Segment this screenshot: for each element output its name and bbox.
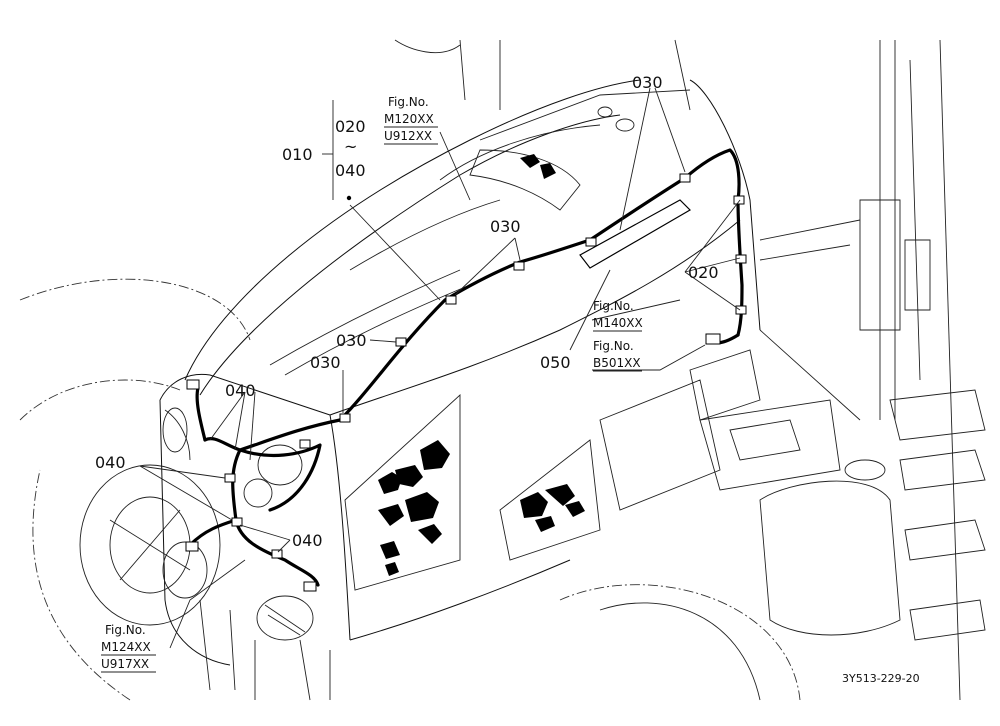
- callout-040-b: 040: [95, 453, 126, 472]
- drawing-number: 3Y513-229-20: [842, 672, 920, 685]
- figure-references: Fig.No. M120XX U912XX Fig.No. M140XX Fig…: [101, 95, 643, 673]
- figref-bottom-label: Fig.No.: [105, 623, 146, 637]
- figref-bottom-line2: U917XX: [101, 657, 149, 671]
- callout-020-right: 020: [688, 263, 719, 282]
- figref-mid-line1: M140XX: [593, 316, 643, 330]
- callout-030-d: 030: [310, 353, 341, 372]
- callout-030-a: 030: [632, 73, 663, 92]
- shading-blobs: [378, 154, 585, 576]
- callout-tilde: ~: [344, 137, 357, 156]
- callout-040-top: 040: [335, 161, 366, 180]
- callout-030-c: 030: [336, 331, 367, 350]
- figref-top-label: Fig.No.: [388, 95, 429, 109]
- figref-mid-label: Fig.No.: [593, 299, 634, 313]
- figref-top-line2: U912XX: [384, 129, 432, 143]
- callout-labels: 010 020 ~ 040 030 030 030 030 020 050 04…: [95, 73, 719, 550]
- clips: [185, 173, 747, 592]
- heat-shield-050: [579, 199, 691, 269]
- figref-mid2-line1: B501XX: [593, 356, 641, 370]
- callout-010: 010: [282, 145, 313, 164]
- callout-020-top: 020: [335, 117, 366, 136]
- figref-top-line1: M120XX: [384, 112, 434, 126]
- tractor-outline: [19, 39, 986, 701]
- figref-bottom-line1: M124XX: [101, 640, 151, 654]
- leader-lines: [139, 87, 741, 649]
- callout-040-c: 040: [292, 531, 323, 550]
- callout-040-a: 040: [225, 381, 256, 400]
- figref-mid2-label: Fig.No.: [593, 339, 634, 353]
- callout-050: 050: [540, 353, 571, 372]
- dot-marker: [346, 195, 352, 201]
- callout-030-b: 030: [490, 217, 521, 236]
